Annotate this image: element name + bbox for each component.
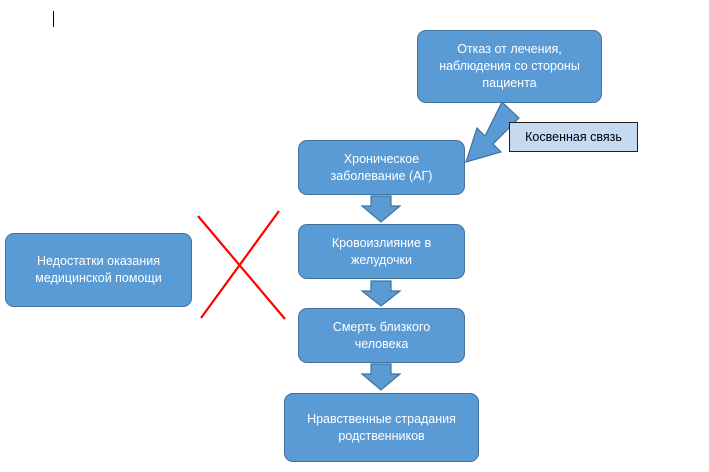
- node-chronic-text: Хроническое заболевание (АГ): [330, 151, 433, 183]
- node-refusal-of-treatment[interactable]: Отказ от лечения, наблюдения со стороны …: [417, 30, 602, 103]
- cross-line-1: [197, 215, 286, 320]
- node-medical-care-shortcomings[interactable]: Недостатки оказания медицинской помощи: [5, 233, 192, 307]
- node-shortcomings-text: Недостатки оказания медицинской помощи: [35, 254, 162, 285]
- node-moral-suffering[interactable]: Нравственные страдания родственников: [284, 393, 479, 462]
- node-chronic-disease[interactable]: Хроническое заболевание (АГ): [298, 140, 465, 195]
- node-death-of-relative[interactable]: Смерть близкого человека: [298, 308, 465, 363]
- down-arrow-1: [360, 195, 402, 223]
- node-suffering-text: Нравственные страдания родственников: [307, 411, 456, 443]
- node-ventricular-hemorrhage[interactable]: Кровоизлияние в желудочки: [298, 224, 465, 279]
- indirect-link-text: Косвенная связь: [525, 130, 622, 144]
- down-arrow-2: [360, 280, 402, 307]
- cross-line-2: [200, 210, 280, 319]
- node-hemorrhage-text: Кровоизлияние в желудочки: [331, 235, 432, 267]
- down-arrow-3: [360, 363, 402, 391]
- indirect-link-label[interactable]: Косвенная связь: [509, 122, 638, 152]
- node-death-text: Смерть близкого человека: [332, 319, 431, 351]
- node-refusal-text: Отказ от лечения, наблюдения со стороны …: [439, 42, 580, 90]
- text-cursor: [53, 11, 54, 27]
